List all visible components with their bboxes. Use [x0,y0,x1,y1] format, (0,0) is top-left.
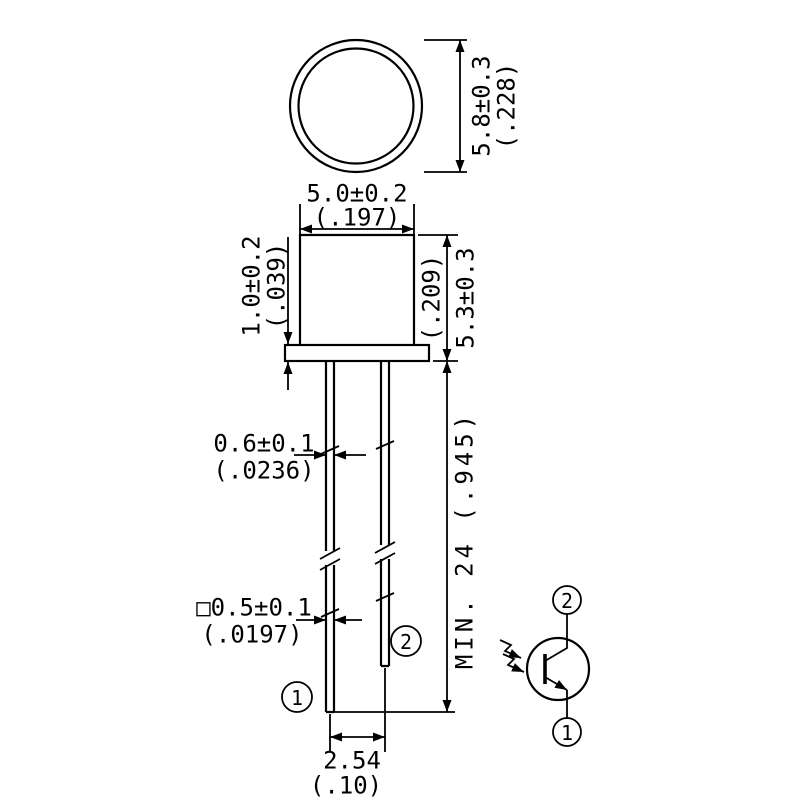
dim-body-height-mm-label: 5.3±0.3 [451,247,479,348]
dim-lead-min-length: MIN. 24 (.945) [330,361,478,713]
dim-lead-lower-in-label: (.0197) [201,620,302,648]
left-lead [324,361,336,714]
dim-pitch-mm-label: 2.54 [323,746,381,774]
dim-lead-upper-in-label: (.0236) [213,456,314,484]
schematic-symbol: 2 1 [499,585,591,747]
dim-body-width: 5.0±0.2 (.197) [299,179,415,235]
body-outline [298,233,416,345]
dim-diameter-in-label: (.228) [492,63,520,150]
dim-lead-width-upper: 0.6±0.1 (.0236) [213,429,366,484]
pin1-balloon-circle [281,681,313,713]
pin-markers: 1 2 [281,625,422,713]
dim-pitch-extension-lines [329,668,386,752]
schematic-pin1-label: 1 [561,721,573,745]
leads [319,361,396,714]
dim-min-length-label: MIN. 24 (.945) [450,411,478,669]
dim-diameter: 5.8±0.3 (.228) [424,39,520,173]
lens-outer-circle [288,38,424,174]
schematic-pin1-circle [552,717,582,747]
dim-body-width-mm-label: 5.0±0.2 [306,179,407,207]
transistor-envelope-circle [525,636,591,702]
pin1-balloon-label: 1 [291,686,303,710]
dim-lead-lower-mm-label: □0.5±0.1 [196,593,312,621]
dim-pitch-in-label: (.10) [310,771,382,799]
left-lead-break-marks [319,547,341,571]
lens-inner-circle [297,47,415,165]
dim-lead-width-lower: □0.5±0.1 (.0197) [196,593,362,648]
dim-lead-upper-mm-label: 0.6±0.1 [213,429,314,457]
dim-body-height: (.209) 5.3±0.3 [417,234,479,362]
transistor-collector-line [544,614,568,662]
flange-outline [283,343,431,363]
side-view [283,233,431,363]
dim-diameter-mm-label: 5.8±0.3 [467,55,495,156]
top-view [288,38,424,174]
right-lead-break-marks [374,541,396,565]
dim-flange-thickness: 1.0±0.2 (.039) [237,235,293,390]
lead-crimp-marks [320,440,395,618]
right-lead [379,361,391,668]
dim-flange-mm-label: 1.0±0.2 [237,235,265,336]
pin2-balloon-circle [390,625,422,657]
transistor-emitter-arrow [544,676,568,691]
schematic-pin2-label: 2 [561,589,573,613]
dim-flange-in-label: (.039) [262,243,290,330]
dim-body-width-in-label: (.197) [314,203,401,231]
dim-lead-pitch: 2.54 (.10) [310,668,386,799]
light-ray-arrow-1 [499,639,522,659]
pin2-balloon-label: 2 [400,630,412,654]
light-ray-arrow-2 [502,653,525,673]
dim-body-height-in-label: (.209) [417,255,445,342]
